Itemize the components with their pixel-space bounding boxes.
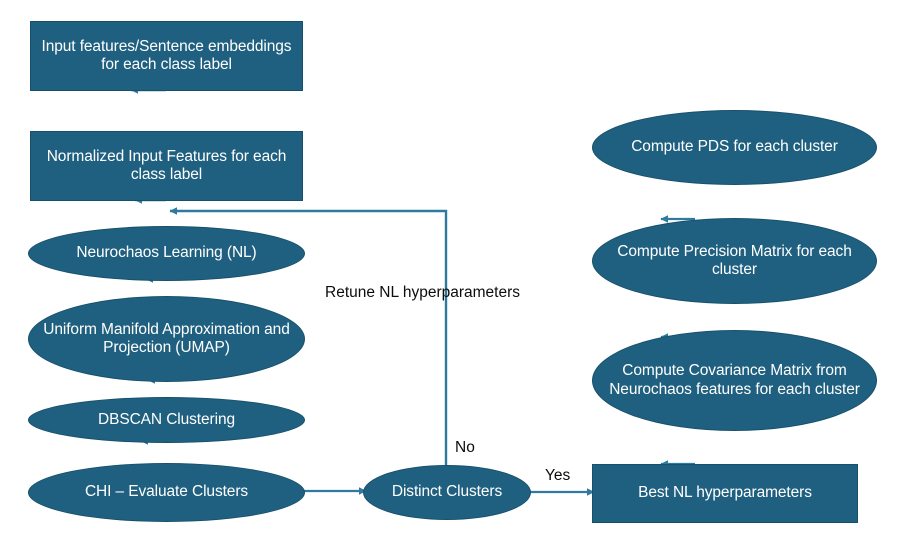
- node-chi-evaluate[interactable]: CHI – Evaluate Clusters: [28, 463, 305, 522]
- node-dbscan-label: DBSCAN Clustering: [98, 410, 235, 428]
- node-neurochaos-learning-label: Neurochaos Learning (NL): [76, 244, 257, 262]
- node-best-hyperparameters[interactable]: Best NL hyperparameters: [592, 464, 858, 523]
- node-compute-covariance-label: Compute Covariance Matrix from Neurochao…: [609, 362, 860, 398]
- node-neurochaos-learning[interactable]: Neurochaos Learning (NL): [28, 226, 305, 281]
- node-normalized-features[interactable]: Normalized Input Features for each class…: [30, 131, 303, 201]
- node-compute-pds-label: Compute PDS for each cluster: [631, 138, 838, 156]
- edge-label-no: No: [455, 439, 475, 456]
- node-input-features[interactable]: Input features/Sentence embeddings for e…: [30, 21, 303, 91]
- node-distinct-clusters[interactable]: Distinct Clusters: [363, 465, 531, 520]
- node-normalized-features-label: Normalized Input Features for each class…: [46, 147, 287, 183]
- node-umap[interactable]: Uniform Manifold Approximation and Proje…: [28, 296, 305, 382]
- edge-label-yes: Yes: [545, 467, 571, 484]
- edge-feedback-retune-no: [169, 207, 448, 467]
- node-dbscan[interactable]: DBSCAN Clustering: [28, 397, 305, 443]
- node-compute-precision-label: Compute Precision Matrix for each cluste…: [617, 242, 852, 278]
- node-compute-pds[interactable]: Compute PDS for each cluster: [592, 110, 877, 185]
- node-distinct-clusters-label: Distinct Clusters: [391, 483, 503, 501]
- node-compute-covariance[interactable]: Compute Covariance Matrix from Neurochao…: [592, 330, 877, 431]
- node-compute-precision[interactable]: Compute Precision Matrix for each cluste…: [592, 218, 877, 304]
- node-input-features-label: Input features/Sentence embeddings for e…: [41, 37, 292, 73]
- node-chi-evaluate-label: CHI – Evaluate Clusters: [84, 483, 249, 501]
- node-best-hyperparameters-label: Best NL hyperparameters: [638, 484, 812, 502]
- node-umap-label: Uniform Manifold Approximation and Proje…: [43, 320, 290, 356]
- edge-label-retune-nl-hyperparameters: Retune NL hyperparameters: [325, 284, 520, 301]
